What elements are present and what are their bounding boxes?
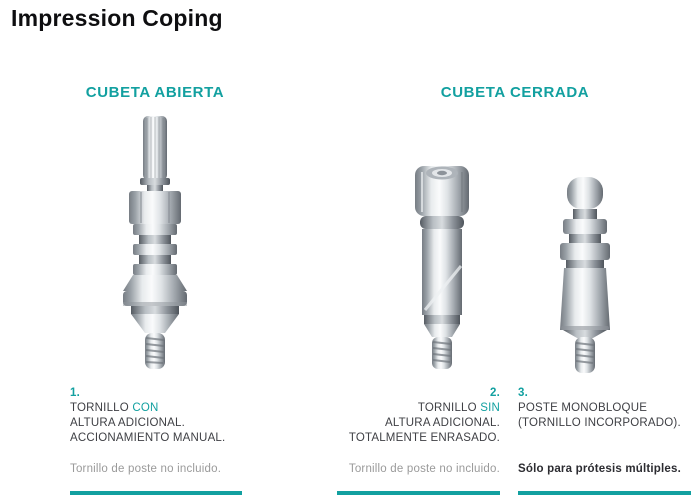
product-1-number: 1. [70,387,80,399]
implant-open-tray-illustration [123,116,187,369]
product-3-note: Sólo para prótesis múltiples. [518,463,682,475]
column-header-open-tray: CUBETA ABIERTA [85,84,225,101]
product-2-line-2: ALTURA ADICIONAL. [384,417,500,429]
thread-texture [145,337,165,364]
product-3-line-2: (TORNILLO INCORPORADO). [518,417,681,429]
product-1-underline-bar [70,491,242,495]
thread-texture [575,342,595,364]
product-3-description: 3. POSTE MONOBLOQUE (TORNILLO INCORPORAD… [518,386,696,477]
product-3-underline-bar [518,491,691,495]
product-1-line-2: ALTURA ADICIONAL. [70,417,186,429]
product-2-underline-bar [337,491,500,495]
implant-monoblock-post-illustration [560,177,610,373]
product-2-note: Tornillo de poste no incluido. [348,463,500,475]
product-1-line-1-plain: TORNILLO [70,402,129,414]
product-2-line-1-accent: SIN [480,402,500,414]
knurl-texture [146,117,164,179]
column-header-closed-tray: CUBETA CERRADA [440,84,590,101]
thread-texture [432,341,452,363]
product-3-line-1: POSTE MONOBLOQUE [518,402,648,414]
product-2-line-3: TOTALMENTE ENRASADO. [348,432,500,444]
implant-closed-tray-screw-illustration [415,166,469,369]
product-1-line-1-accent: CON [132,402,159,414]
product-2-number: 2. [490,387,500,399]
product-1-line-3: ACCIONAMIENTO MANUAL. [70,432,226,444]
product-1-note: Tornillo de poste no incluido. [70,463,222,475]
product-2-line-1-plain: TORNILLO [417,402,477,414]
page-title: Impression Coping [11,5,223,31]
product-3-number: 3. [518,387,528,399]
